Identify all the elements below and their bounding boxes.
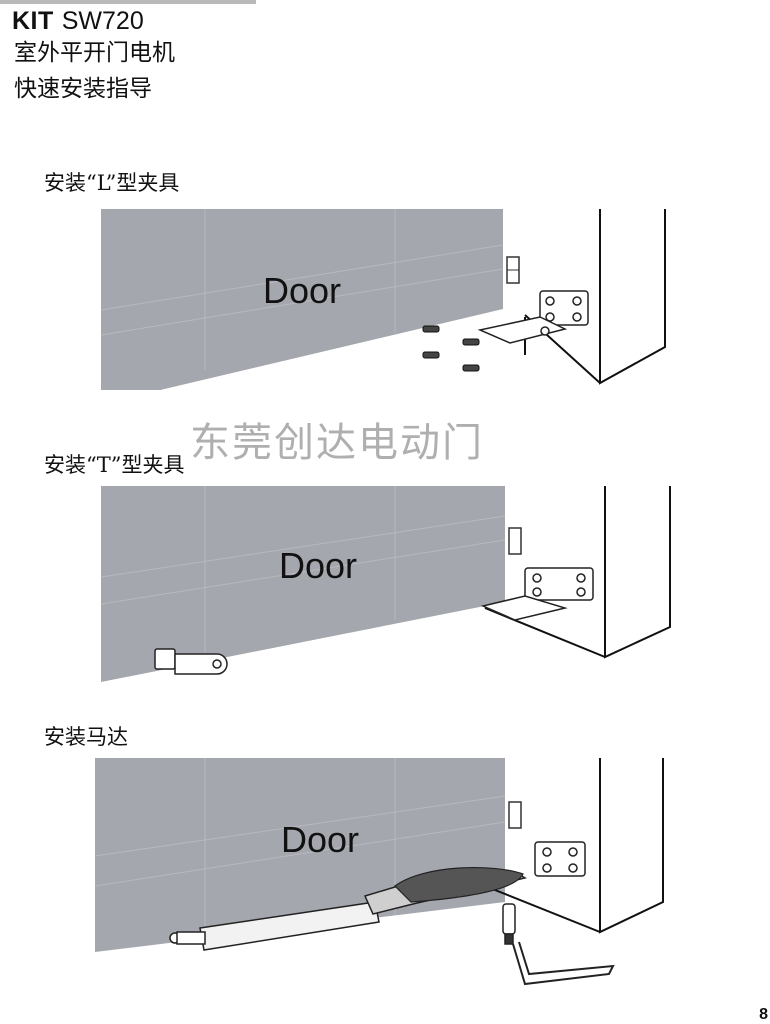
screw-icons bbox=[422, 325, 480, 372]
subtitle-guide: 快速安装指导 bbox=[14, 76, 152, 102]
motor-bracket-icon bbox=[534, 841, 586, 877]
pillar bbox=[524, 209, 666, 385]
motor-arm-icon bbox=[169, 866, 527, 951]
door-label: Door bbox=[281, 819, 359, 860]
watermark-text: 东莞创达电动门 bbox=[190, 420, 484, 466]
allen-key-icon bbox=[512, 941, 615, 986]
door-label: Door bbox=[263, 270, 341, 311]
door-hinge-icon bbox=[508, 527, 522, 555]
l-bracket-icon bbox=[477, 290, 589, 344]
t-bracket-icon bbox=[480, 567, 594, 621]
page-number: 8 bbox=[759, 1006, 768, 1023]
section-title-l-bracket: 安装“L”型夹具 bbox=[44, 171, 180, 195]
door-label: Door bbox=[279, 545, 357, 586]
mounting-pin-icon bbox=[502, 903, 516, 945]
door-hinge-icon bbox=[508, 801, 522, 829]
door-panel bbox=[101, 486, 505, 682]
kit-model: SW720 bbox=[61, 7, 144, 35]
pillar bbox=[484, 758, 664, 934]
section-title-t-bracket: 安装“T”型夹具 bbox=[44, 453, 185, 477]
t-bracket-illustration: Door bbox=[100, 486, 671, 682]
subtitle-product: 室外平开门电机 bbox=[14, 40, 175, 66]
header-rule bbox=[0, 0, 256, 4]
kit-title: KIT SW720 bbox=[12, 6, 144, 36]
motor-illustration: Door bbox=[95, 758, 664, 986]
l-bracket-mounted-icon bbox=[154, 648, 228, 675]
door-panel bbox=[101, 209, 503, 390]
l-bracket-illustration: Door bbox=[100, 209, 666, 390]
section-title-motor: 安装马达 bbox=[44, 725, 128, 749]
door-hinge-icon bbox=[506, 256, 520, 284]
kit-prefix: KIT bbox=[12, 7, 54, 35]
